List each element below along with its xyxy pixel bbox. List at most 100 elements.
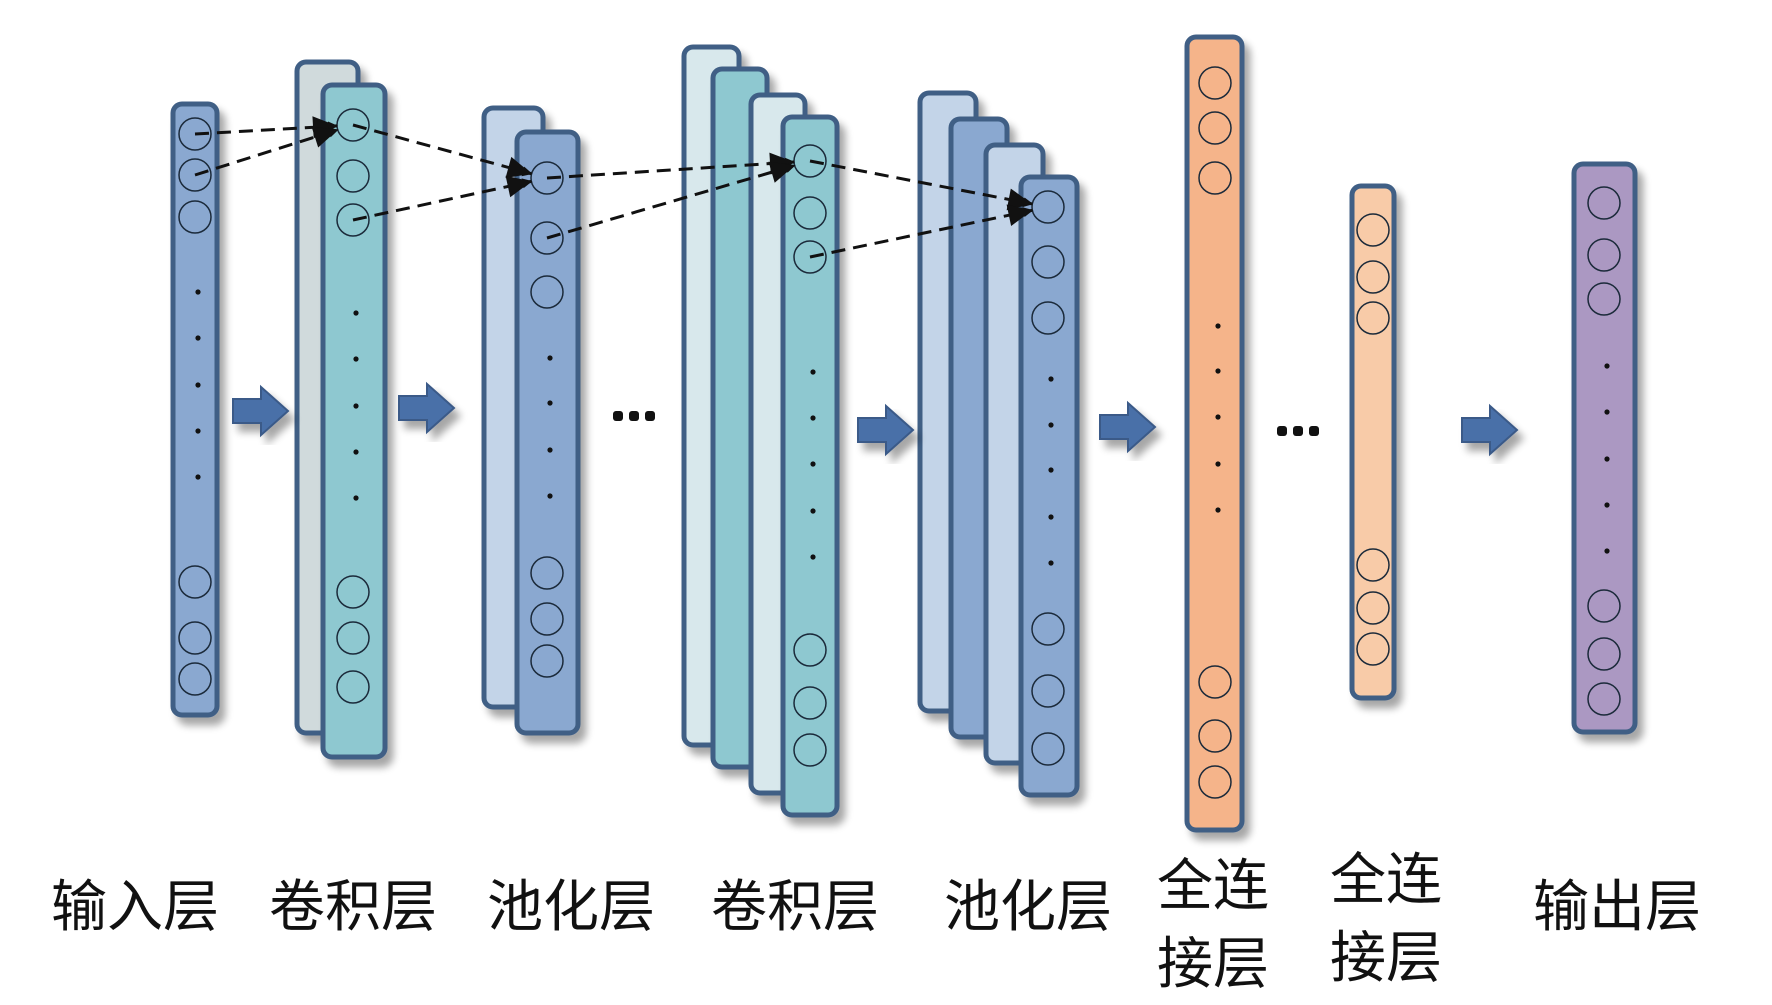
neuron: [1198, 719, 1232, 753]
label-line: 池化层: [487, 875, 655, 940]
continuation-dot: [547, 493, 553, 499]
arrowhead-icon: [311, 126, 338, 148]
continuation-dot: [353, 403, 359, 409]
ellipsis-between-pool1-and-conv2: [613, 411, 655, 421]
continuation-dot: [1048, 560, 1054, 566]
neuron: [178, 565, 212, 599]
continuation-dot: [1215, 414, 1221, 420]
continuation-dot: [1604, 548, 1610, 554]
feature-map-front: [1018, 174, 1080, 798]
flow-arrow-icon: [232, 384, 290, 438]
continuation-dot: [547, 355, 553, 361]
label-line: 全连: [1157, 854, 1269, 919]
feature-map-front: [170, 101, 220, 718]
connection-arrow: [809, 207, 1034, 259]
feature-map-front: [320, 82, 388, 760]
neuron: [793, 196, 827, 230]
conv-layer-1: [294, 59, 388, 760]
neuron: [178, 662, 212, 696]
pool-layer-1: [481, 105, 581, 736]
continuation-dot: [810, 415, 816, 421]
neuron: [530, 644, 564, 678]
continuation-dot: [195, 474, 201, 480]
neuron: [793, 733, 827, 767]
neuron: [178, 200, 212, 234]
neuron: [1587, 682, 1621, 716]
neuron: [1356, 260, 1390, 294]
arrowhead-icon: [505, 175, 532, 198]
continuation-dot: [353, 356, 359, 362]
continuation-dot: [1048, 514, 1054, 520]
neuron: [1587, 186, 1621, 220]
label-line: 池化层: [944, 875, 1112, 940]
neuron: [1031, 732, 1065, 766]
neuron: [1356, 301, 1390, 335]
continuation-dot: [1215, 461, 1221, 467]
continuation-dot: [810, 369, 816, 375]
arrowhead-icon: [768, 161, 795, 183]
continuation-dot: [1604, 502, 1610, 508]
continuation-dot: [1604, 409, 1610, 415]
input-layer-label: 输入层: [40, 878, 230, 938]
continuation-dot: [353, 310, 359, 316]
neuron: [336, 575, 370, 609]
neuron: [178, 117, 212, 151]
flow-arrow-icon: [1461, 403, 1519, 457]
neuron: [530, 602, 564, 636]
continuation-dot: [353, 495, 359, 501]
arrowhead-icon: [1006, 188, 1033, 211]
neuron: [1356, 632, 1390, 666]
label-line: 输入层: [51, 875, 219, 940]
neuron: [1587, 589, 1621, 623]
neuron: [178, 621, 212, 655]
pool-layer-2: [917, 90, 1080, 798]
continuation-dot: [547, 447, 553, 453]
neuron: [530, 556, 564, 590]
label-line: 卷积层: [711, 875, 879, 940]
pool-layer-1-label: 池化层: [476, 878, 666, 938]
continuation-dot: [1604, 456, 1610, 462]
ellipsis-between-fc1-and-fc2: [1277, 426, 1319, 436]
neuron: [793, 240, 827, 274]
neuron: [1198, 765, 1232, 799]
neuron: [336, 670, 370, 704]
ellipsis-dot: [645, 411, 655, 421]
neuron: [793, 633, 827, 667]
continuation-dot: [1215, 323, 1221, 329]
output-layer: [1571, 161, 1638, 735]
layers: [170, 34, 1638, 833]
continuation-dot: [1048, 376, 1054, 382]
neuron: [1356, 591, 1390, 625]
conv-layer-1-label: 卷积层: [258, 878, 448, 938]
neuron: [1198, 111, 1232, 145]
label-line: 接层: [1330, 926, 1442, 991]
flow-arrow-icon: [1099, 400, 1157, 454]
connection-arrow: [352, 123, 533, 177]
continuation-dot: [195, 428, 201, 434]
ellipsis-dot: [613, 411, 623, 421]
continuation-dot: [1215, 368, 1221, 374]
connections: [194, 116, 1034, 259]
neuron: [530, 221, 564, 255]
label-line: 全连: [1330, 848, 1442, 913]
continuation-dot: [195, 289, 201, 295]
output-layer-label: 输出层: [1522, 878, 1712, 938]
ellipsis-dot: [1293, 426, 1303, 436]
ellipsis-markers: [613, 411, 1319, 436]
continuation-dot: [1048, 467, 1054, 473]
continuation-dot: [810, 554, 816, 560]
fc-layer-2: [1349, 183, 1397, 701]
ellipsis-dot: [1277, 426, 1287, 436]
neuron: [178, 158, 212, 192]
continuation-dot: [810, 508, 816, 514]
feature-map-front: [780, 114, 840, 818]
continuation-dot: [1048, 422, 1054, 428]
neuron: [336, 159, 370, 193]
conv-layer-2-label: 卷积层: [700, 878, 890, 938]
feature-map-front: [1571, 161, 1638, 735]
continuation-dot: [810, 461, 816, 467]
fc-layer-1-label: 全连接层: [1152, 848, 1274, 1004]
neuron: [1031, 301, 1065, 335]
fc-layer-1: [1184, 34, 1245, 833]
